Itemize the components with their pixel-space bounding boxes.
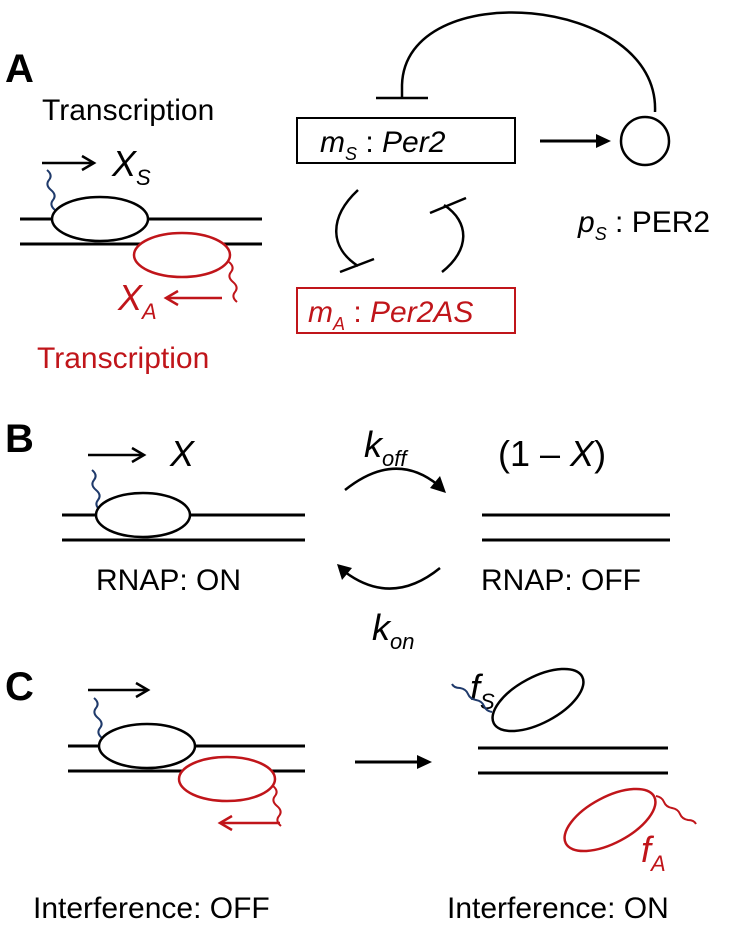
c-dissociated-antisense-rnap — [563, 787, 657, 853]
rnap-off-label: RNAP: OFF — [481, 564, 641, 597]
mutual-inhibition-right — [429, 196, 467, 273]
c-sense-direction-arrow — [88, 681, 151, 699]
per2-protein-circle — [619, 115, 671, 167]
translation-arrow — [540, 134, 611, 148]
k-off-label: koff — [364, 424, 409, 471]
mutual-inhibition-left — [335, 189, 375, 274]
sense-rna-tail — [46, 169, 56, 211]
c-antisense-rna-tail — [272, 785, 282, 827]
rnap-on-label: RNAP: ON — [96, 564, 241, 597]
panel-a-label: A — [5, 47, 34, 91]
sense-direction-arrow — [42, 154, 97, 172]
sense-variable-xs: XS — [111, 143, 151, 190]
fa-label: fA — [641, 829, 666, 876]
k-on-label: kon — [372, 607, 414, 654]
fs-label: fS — [470, 667, 495, 714]
antisense-rna-tail — [228, 261, 238, 303]
antisense-direction-arrow — [163, 289, 222, 307]
c-dissociated-antisense-tail — [655, 795, 697, 825]
b-rnap-on — [94, 491, 192, 539]
panel-b-label: B — [5, 417, 34, 461]
feedback-inhibition-arc — [376, 11, 657, 113]
ms-per2-box — [296, 117, 516, 164]
ma-per2as-label: mA : Per2AS — [308, 296, 473, 334]
b-direction-arrow — [88, 446, 147, 464]
c-sense-rna-tail — [93, 697, 103, 739]
panel-c-label: C — [5, 665, 34, 709]
ms-per2-label: mS : Per2 — [320, 126, 446, 164]
c-dissociated-sense-rnap — [491, 667, 585, 733]
interference-on-label: Interference: ON — [447, 892, 669, 925]
b-on-fraction-x: X — [169, 433, 196, 474]
c-dissociated-sense-tail — [451, 683, 493, 713]
c-sense-rnap — [97, 722, 197, 770]
ps-per2-label: pS : PER2 — [577, 206, 710, 244]
c-antisense-rnap — [177, 755, 277, 803]
antisense-rnap — [132, 231, 232, 279]
k-off-arrow — [344, 467, 446, 493]
k-on-arrow — [337, 564, 441, 590]
sense-transcription-label: Transcription — [42, 94, 214, 127]
antisense-variable-xa: XA — [117, 277, 157, 324]
interference-off-label: Interference: OFF — [33, 892, 270, 925]
antisense-transcription-label: Transcription — [37, 342, 209, 375]
sense-rnap — [50, 195, 150, 243]
c-antisense-direction-arrow — [217, 814, 280, 832]
b-rna-tail — [91, 469, 101, 511]
ma-per2as-box — [296, 287, 516, 334]
c-transition-arrow — [355, 755, 432, 769]
b-off-fraction: (1 – X) — [498, 433, 606, 474]
